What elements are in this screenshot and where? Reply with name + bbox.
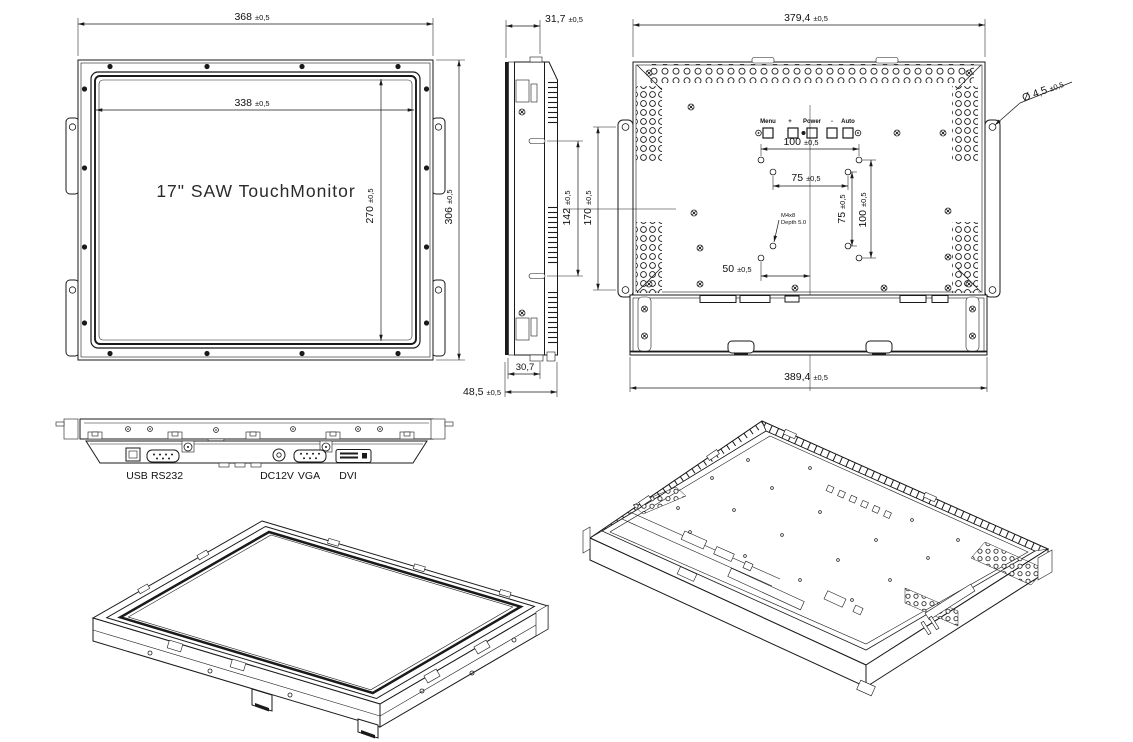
iso-rear-view bbox=[582, 420, 1053, 697]
dim-vesa100-v: 100±0,5 bbox=[857, 159, 876, 259]
power-button bbox=[806, 127, 818, 139]
front-left-tab-bottom bbox=[65, 279, 80, 357]
iso-rear-panel-holes bbox=[676, 458, 960, 602]
dim-ear-hole-dia: Ø 4,5±0,5 bbox=[994, 78, 1073, 126]
dim-bracket-hole-spacing: 170±0,5 bbox=[582, 126, 616, 291]
rs232-label: RS232 bbox=[151, 470, 183, 482]
dim-depth-top: 31,7±0,5 bbox=[505, 13, 583, 58]
svg-text:270±0,5: 270±0,5 bbox=[364, 188, 376, 223]
side-body bbox=[514, 61, 545, 356]
plus-button-label: + bbox=[788, 119, 792, 125]
svg-text:338±0,5: 338±0,5 bbox=[234, 97, 269, 109]
menu-button bbox=[762, 127, 774, 139]
front-view: 17" SAW TouchMonitor 368±0,5 338±0,5 270… bbox=[65, 11, 465, 361]
plus-button bbox=[787, 127, 799, 139]
vga-label: VGA bbox=[298, 470, 320, 482]
vent-band-right-upper bbox=[952, 86, 978, 162]
svg-text:368±0,5: 368±0,5 bbox=[234, 11, 269, 23]
dim-vesa75-v: 75±0,5 bbox=[836, 171, 857, 247]
vesa-stud-bottom bbox=[528, 273, 546, 279]
dim-screen-height: 270±0,5 bbox=[364, 79, 383, 341]
dim-depth-total: 48,5±0,5 bbox=[463, 362, 558, 398]
rear-panel bbox=[632, 61, 986, 296]
dim-front-outer-width: 368±0,5 bbox=[77, 11, 434, 56]
iso-rear-rim-clips bbox=[638, 428, 937, 507]
svg-text:50±0,5: 50±0,5 bbox=[722, 263, 751, 275]
dim-stud-spacing: 142±0,5 bbox=[547, 140, 583, 277]
rear-left-ear bbox=[617, 119, 634, 298]
usb-port bbox=[125, 447, 141, 462]
svg-text:170±0,5: 170±0,5 bbox=[582, 190, 594, 225]
front-right-tab-top bbox=[431, 117, 446, 195]
svg-text:M4x8: M4x8 bbox=[781, 213, 795, 219]
menu-button-label: Menu bbox=[760, 119, 776, 125]
dim-vesa100-h: 100±0,5 bbox=[760, 136, 860, 156]
iso-front-skirt-details bbox=[147, 604, 549, 698]
dim-front-outer-height: 306±0,5 bbox=[436, 59, 465, 361]
dim-rear-bottom-width: 389,4±0,5 bbox=[629, 357, 988, 392]
rear-view: Menu + Power - Auto 379,4±0,5 bbox=[563, 12, 1073, 392]
vent-band-right-lower bbox=[952, 222, 978, 293]
bottom-strip-screws bbox=[125, 426, 383, 433]
svg-text:30,7: 30,7 bbox=[516, 362, 535, 373]
rear-right-ear bbox=[984, 119, 1001, 298]
vent-band-top bbox=[648, 64, 974, 83]
svg-text:Ø 4,5±0,5: Ø 4,5±0,5 bbox=[1021, 78, 1066, 104]
dim-rear-top-width: 379,4±0,5 bbox=[632, 12, 986, 57]
rear-foot-left bbox=[727, 340, 755, 354]
dvi-label: DVI bbox=[339, 470, 357, 482]
usb-label: USB bbox=[126, 470, 148, 482]
vesa-stud-top bbox=[528, 138, 546, 144]
bottom-clips bbox=[87, 431, 415, 448]
power-button-label: Power bbox=[803, 119, 822, 125]
svg-text:100±0,5: 100±0,5 bbox=[783, 136, 818, 148]
vent-band-left-upper bbox=[636, 86, 662, 162]
dim-depth-inner: 30,7 bbox=[507, 358, 541, 379]
rear-foot-right bbox=[865, 340, 893, 354]
dim-screen-width: 338±0,5 bbox=[96, 97, 414, 112]
iso-rear-skirt-details bbox=[582, 526, 1053, 697]
power-led bbox=[801, 131, 806, 135]
minus-button-label: - bbox=[831, 119, 833, 125]
glass-edge bbox=[505, 62, 509, 355]
front-bezel-screws bbox=[81, 63, 430, 357]
iso-vent-patch-corner bbox=[970, 541, 1046, 586]
auto-button-label: Auto bbox=[841, 119, 855, 125]
screen-outline bbox=[90, 71, 421, 349]
svg-text:389,4±0,5: 389,4±0,5 bbox=[784, 371, 828, 383]
iso-front-rim-clips bbox=[137, 537, 512, 598]
svg-text:75±0,5: 75±0,5 bbox=[791, 172, 820, 184]
front-left-tab-top bbox=[65, 117, 80, 195]
bottom-view: USB RS232 DC12V VGA DVI bbox=[55, 418, 454, 482]
iso-rear-buttons bbox=[825, 484, 892, 519]
dim-vesa75-h: 75±0,5 bbox=[772, 172, 849, 190]
svg-text:306±0,5: 306±0,5 bbox=[443, 189, 455, 224]
svg-text:142±0,5: 142±0,5 bbox=[561, 190, 573, 225]
svg-text:379,4±0,5: 379,4±0,5 bbox=[784, 12, 828, 24]
svg-text:31,7±0,5: 31,7±0,5 bbox=[545, 13, 583, 25]
front-right-tab-bottom bbox=[431, 279, 446, 357]
dc-jack bbox=[272, 448, 286, 462]
iso-front-feet bbox=[251, 688, 379, 739]
osd-controls: Menu + Power - Auto bbox=[755, 119, 862, 139]
svg-text:48,5±0,5: 48,5±0,5 bbox=[463, 386, 501, 398]
side-view: 31,7±0,5 142±0,5 170±0,5 30,7 48,5±0,5 bbox=[463, 13, 616, 398]
svg-text:75±0,5: 75±0,5 bbox=[836, 194, 848, 223]
dim-hole-to-center: 50±0,5 bbox=[722, 262, 810, 281]
auto-button bbox=[842, 127, 854, 139]
dc12v-label: DC12V bbox=[260, 470, 294, 482]
rear-flange bbox=[629, 294, 988, 356]
rs232-port bbox=[146, 449, 180, 463]
rear-connector-bumps bbox=[699, 295, 949, 303]
svg-text:Depth 5.0: Depth 5.0 bbox=[781, 220, 806, 226]
thread-note: M4x8 Depth 5.0 bbox=[773, 213, 806, 243]
iso-front-view bbox=[91, 520, 550, 739]
minus-button bbox=[826, 127, 838, 139]
iso-vent-patch-left bbox=[632, 486, 687, 515]
screen-label: 17" SAW TouchMonitor bbox=[156, 181, 355, 201]
iso-rear-connector-strip bbox=[621, 511, 781, 587]
svg-text:100±0,5: 100±0,5 bbox=[857, 192, 869, 227]
vga-port bbox=[293, 449, 327, 463]
